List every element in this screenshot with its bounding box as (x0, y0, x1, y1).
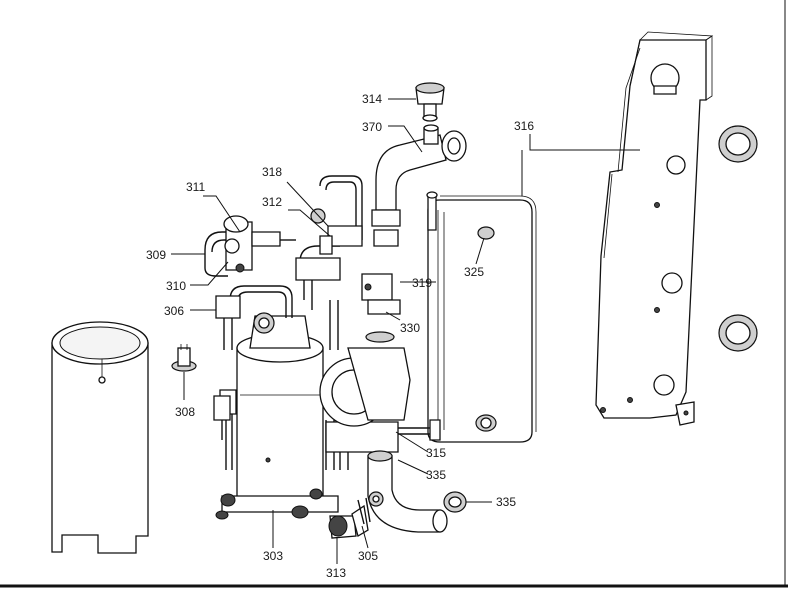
grommet-lower (718, 314, 758, 352)
air-vent (415, 82, 445, 122)
callout-313: 313 (326, 566, 346, 580)
callout-312: 312 (262, 195, 282, 209)
insulation-jacket (51, 321, 149, 554)
pressure-switch (213, 395, 231, 440)
callout-309: 309 (146, 248, 166, 262)
callout-325: 325 (464, 265, 484, 279)
pump-fittings (361, 273, 401, 343)
outlet-pipe (367, 450, 448, 533)
compressor (215, 312, 339, 520)
callout-370: 370 (362, 120, 382, 134)
circulation-pump (319, 347, 441, 453)
callout-335-upper: 335 (426, 468, 446, 482)
gasket-small (368, 491, 384, 507)
back-plate (595, 31, 714, 426)
expansion-valve-assembly (204, 215, 296, 277)
callout-316: 316 (514, 119, 534, 133)
upper-fittings (295, 208, 363, 281)
callout-318: 318 (262, 165, 282, 179)
temperature-sensor (171, 344, 197, 372)
callout-314: 314 (362, 92, 382, 106)
callout-labels: 314 370 316 318 311 312 309 310 306 319 … (146, 92, 534, 580)
callout-306: 306 (164, 304, 184, 318)
callout-319: 319 (412, 276, 432, 290)
callout-335-right: 335 (496, 495, 516, 509)
callout-303: 303 (263, 549, 283, 563)
elbow-pipe (371, 124, 467, 247)
gasket-right (443, 491, 467, 513)
callout-305: 305 (358, 549, 378, 563)
drain-valve (328, 504, 369, 539)
callout-308: 308 (175, 405, 195, 419)
callout-330: 330 (400, 321, 420, 335)
callout-310: 310 (166, 279, 186, 293)
callout-315: 315 (426, 446, 446, 460)
grommet-upper (718, 125, 758, 163)
callout-311: 311 (186, 180, 205, 194)
clip (357, 497, 371, 525)
plate-heat-exchanger (426, 191, 537, 443)
leader-lines (171, 98, 640, 564)
